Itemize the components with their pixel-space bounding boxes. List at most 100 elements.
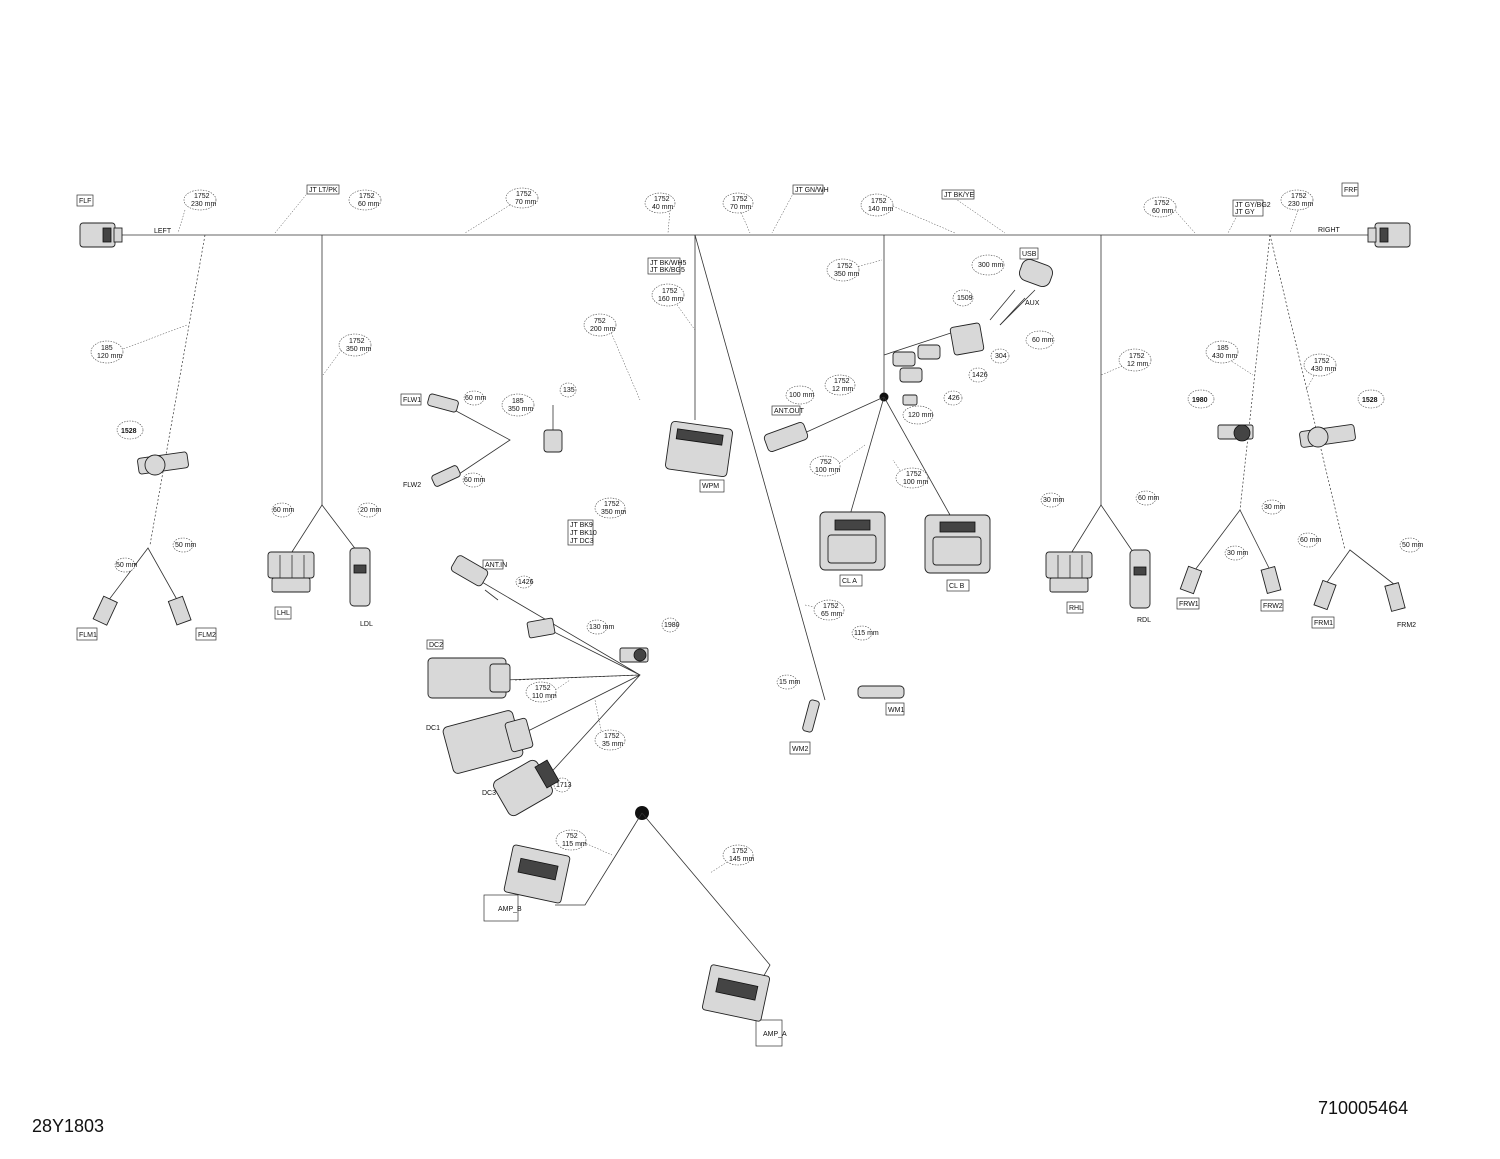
branch-frm xyxy=(1269,234,1346,551)
dc-wires xyxy=(469,574,641,791)
flm1-terminal-icon xyxy=(92,595,118,626)
svg-text:20 mm: 20 mm xyxy=(360,507,382,514)
plug-1980-icon xyxy=(619,647,649,663)
splice-jt-bk10: JT BK10 xyxy=(570,530,597,537)
cl-b-connector-icon xyxy=(924,514,991,574)
cl-a-connector-icon xyxy=(819,511,886,571)
svg-text:1752: 1752 xyxy=(1291,193,1307,200)
svg-text:12 mm: 12 mm xyxy=(1127,361,1149,368)
id-1528-left: 1528 xyxy=(121,428,137,435)
svg-text:300 mm: 300 mm xyxy=(978,262,1003,269)
svg-text:50 mm: 50 mm xyxy=(175,542,197,549)
measurement-bubbles xyxy=(90,187,1421,866)
flw-split xyxy=(444,404,511,481)
page-code: 28Y1803 xyxy=(32,1116,105,1136)
svg-text:70 mm: 70 mm xyxy=(515,199,537,206)
part-number: 710005464 xyxy=(1318,1098,1409,1118)
svg-text:60 mm: 60 mm xyxy=(1032,337,1054,344)
splice-jt-bk9: JT BK9 xyxy=(570,522,593,529)
plug-1426-icon xyxy=(526,617,556,639)
svg-text:1752: 1752 xyxy=(349,338,365,345)
amp-b-wire xyxy=(555,812,643,906)
flm-split xyxy=(104,547,181,606)
amp-a-wire xyxy=(641,812,771,1001)
svg-text:350 mm: 350 mm xyxy=(601,509,626,516)
svg-text:50 mm: 50 mm xyxy=(116,562,138,569)
svg-text:1752: 1752 xyxy=(1314,358,1330,365)
svg-text:1752: 1752 xyxy=(535,685,551,692)
svg-text:145 mm: 145 mm xyxy=(729,856,754,863)
frw-split xyxy=(1194,509,1271,571)
svg-text:1752: 1752 xyxy=(654,196,670,203)
svg-text:1752: 1752 xyxy=(823,603,839,610)
dc1-connector-icon xyxy=(442,710,534,774)
svg-text:35 mm: 35 mm xyxy=(602,741,624,748)
svg-text:1752: 1752 xyxy=(662,288,678,295)
id-1528-right: 1528 xyxy=(1362,397,1378,404)
svg-text:65 mm: 65 mm xyxy=(821,611,843,618)
svg-text:1752: 1752 xyxy=(834,378,850,385)
label-rhl: RHL xyxy=(1069,605,1083,612)
branch-wm xyxy=(694,234,826,701)
svg-text:135: 135 xyxy=(563,387,575,394)
splice-jt-gn-wh: JT GN/WH xyxy=(795,187,829,194)
small-plug-icons xyxy=(892,344,941,406)
ant-out-wire xyxy=(799,396,885,436)
branch-flm xyxy=(149,234,206,546)
svg-text:115 mm: 115 mm xyxy=(854,630,879,637)
ldl-connector-icon xyxy=(349,547,371,607)
id-callouts: 1528 1980 1528 xyxy=(116,389,1385,440)
svg-text:1509: 1509 xyxy=(957,295,973,302)
label-flw1: FLW1 xyxy=(403,397,421,404)
label-wm2: WM2 xyxy=(792,746,808,753)
label-ldl: LDL xyxy=(360,621,373,628)
svg-text:160 mm: 160 mm xyxy=(658,296,683,303)
wm1-connector-icon xyxy=(857,685,905,699)
svg-text:350 mm: 350 mm xyxy=(346,346,371,353)
svg-text:1426: 1426 xyxy=(972,372,988,379)
leader-lines xyxy=(114,189,1321,874)
svg-text:12 mm: 12 mm xyxy=(832,386,854,393)
svg-text:60 mm: 60 mm xyxy=(1138,495,1160,502)
label-dc1: DC1 xyxy=(426,725,440,732)
svg-text:130 mm: 130 mm xyxy=(589,624,614,631)
label-frm1: FRM1 xyxy=(1314,620,1333,627)
svg-text:185: 185 xyxy=(512,398,524,405)
splice-jt-gy-bg2: JT GY/BG2 xyxy=(1235,202,1271,209)
frf-connector-icon xyxy=(1367,222,1411,248)
id-1980: 1980 xyxy=(1192,397,1208,404)
flm2-terminal-icon xyxy=(167,595,192,626)
rhl-connector-icon xyxy=(1045,551,1093,593)
svg-text:1752: 1752 xyxy=(1129,353,1145,360)
wpm-connector-icon xyxy=(665,420,733,478)
aux-connector-icon xyxy=(949,289,1036,356)
label-frm2: FRM2 xyxy=(1397,622,1416,629)
svg-text:1752: 1752 xyxy=(516,191,532,198)
svg-text:1980: 1980 xyxy=(664,622,680,629)
label-ant-in: ANT.IN xyxy=(485,562,507,569)
splice-jt-bk-bg5: JT BK/BG5 xyxy=(650,267,685,274)
fuse-holder-right-icon xyxy=(1299,424,1356,448)
svg-text:60 mm: 60 mm xyxy=(1300,537,1322,544)
label-flf: FLF xyxy=(79,198,91,205)
svg-text:30 mm: 30 mm xyxy=(1264,504,1286,511)
frm1-terminal-icon xyxy=(1313,579,1337,611)
svg-text:430 mm: 430 mm xyxy=(1212,353,1237,360)
frw1-terminal-icon xyxy=(1179,565,1203,595)
flf-connector-icon xyxy=(79,222,123,248)
svg-text:100 mm: 100 mm xyxy=(815,467,840,474)
flw1-terminal-icon xyxy=(427,393,459,413)
relay-1980-icon xyxy=(1217,424,1254,442)
label-usb: USB xyxy=(1022,251,1037,258)
svg-text:752: 752 xyxy=(566,833,578,840)
splice-jt-bk-wh5: JT BK/WH5 xyxy=(650,260,687,267)
svg-text:140 mm: 140 mm xyxy=(868,206,893,213)
svg-text:1752: 1752 xyxy=(871,198,887,205)
svg-text:350 mm: 350 mm xyxy=(508,406,533,413)
svg-text:120 mm: 120 mm xyxy=(908,412,933,419)
label-aux: AUX xyxy=(1025,300,1040,307)
label-amp-b: AMP_B xyxy=(498,906,522,913)
label-dc2: DC2 xyxy=(429,642,443,649)
amp-a-connector-icon xyxy=(701,964,771,1022)
